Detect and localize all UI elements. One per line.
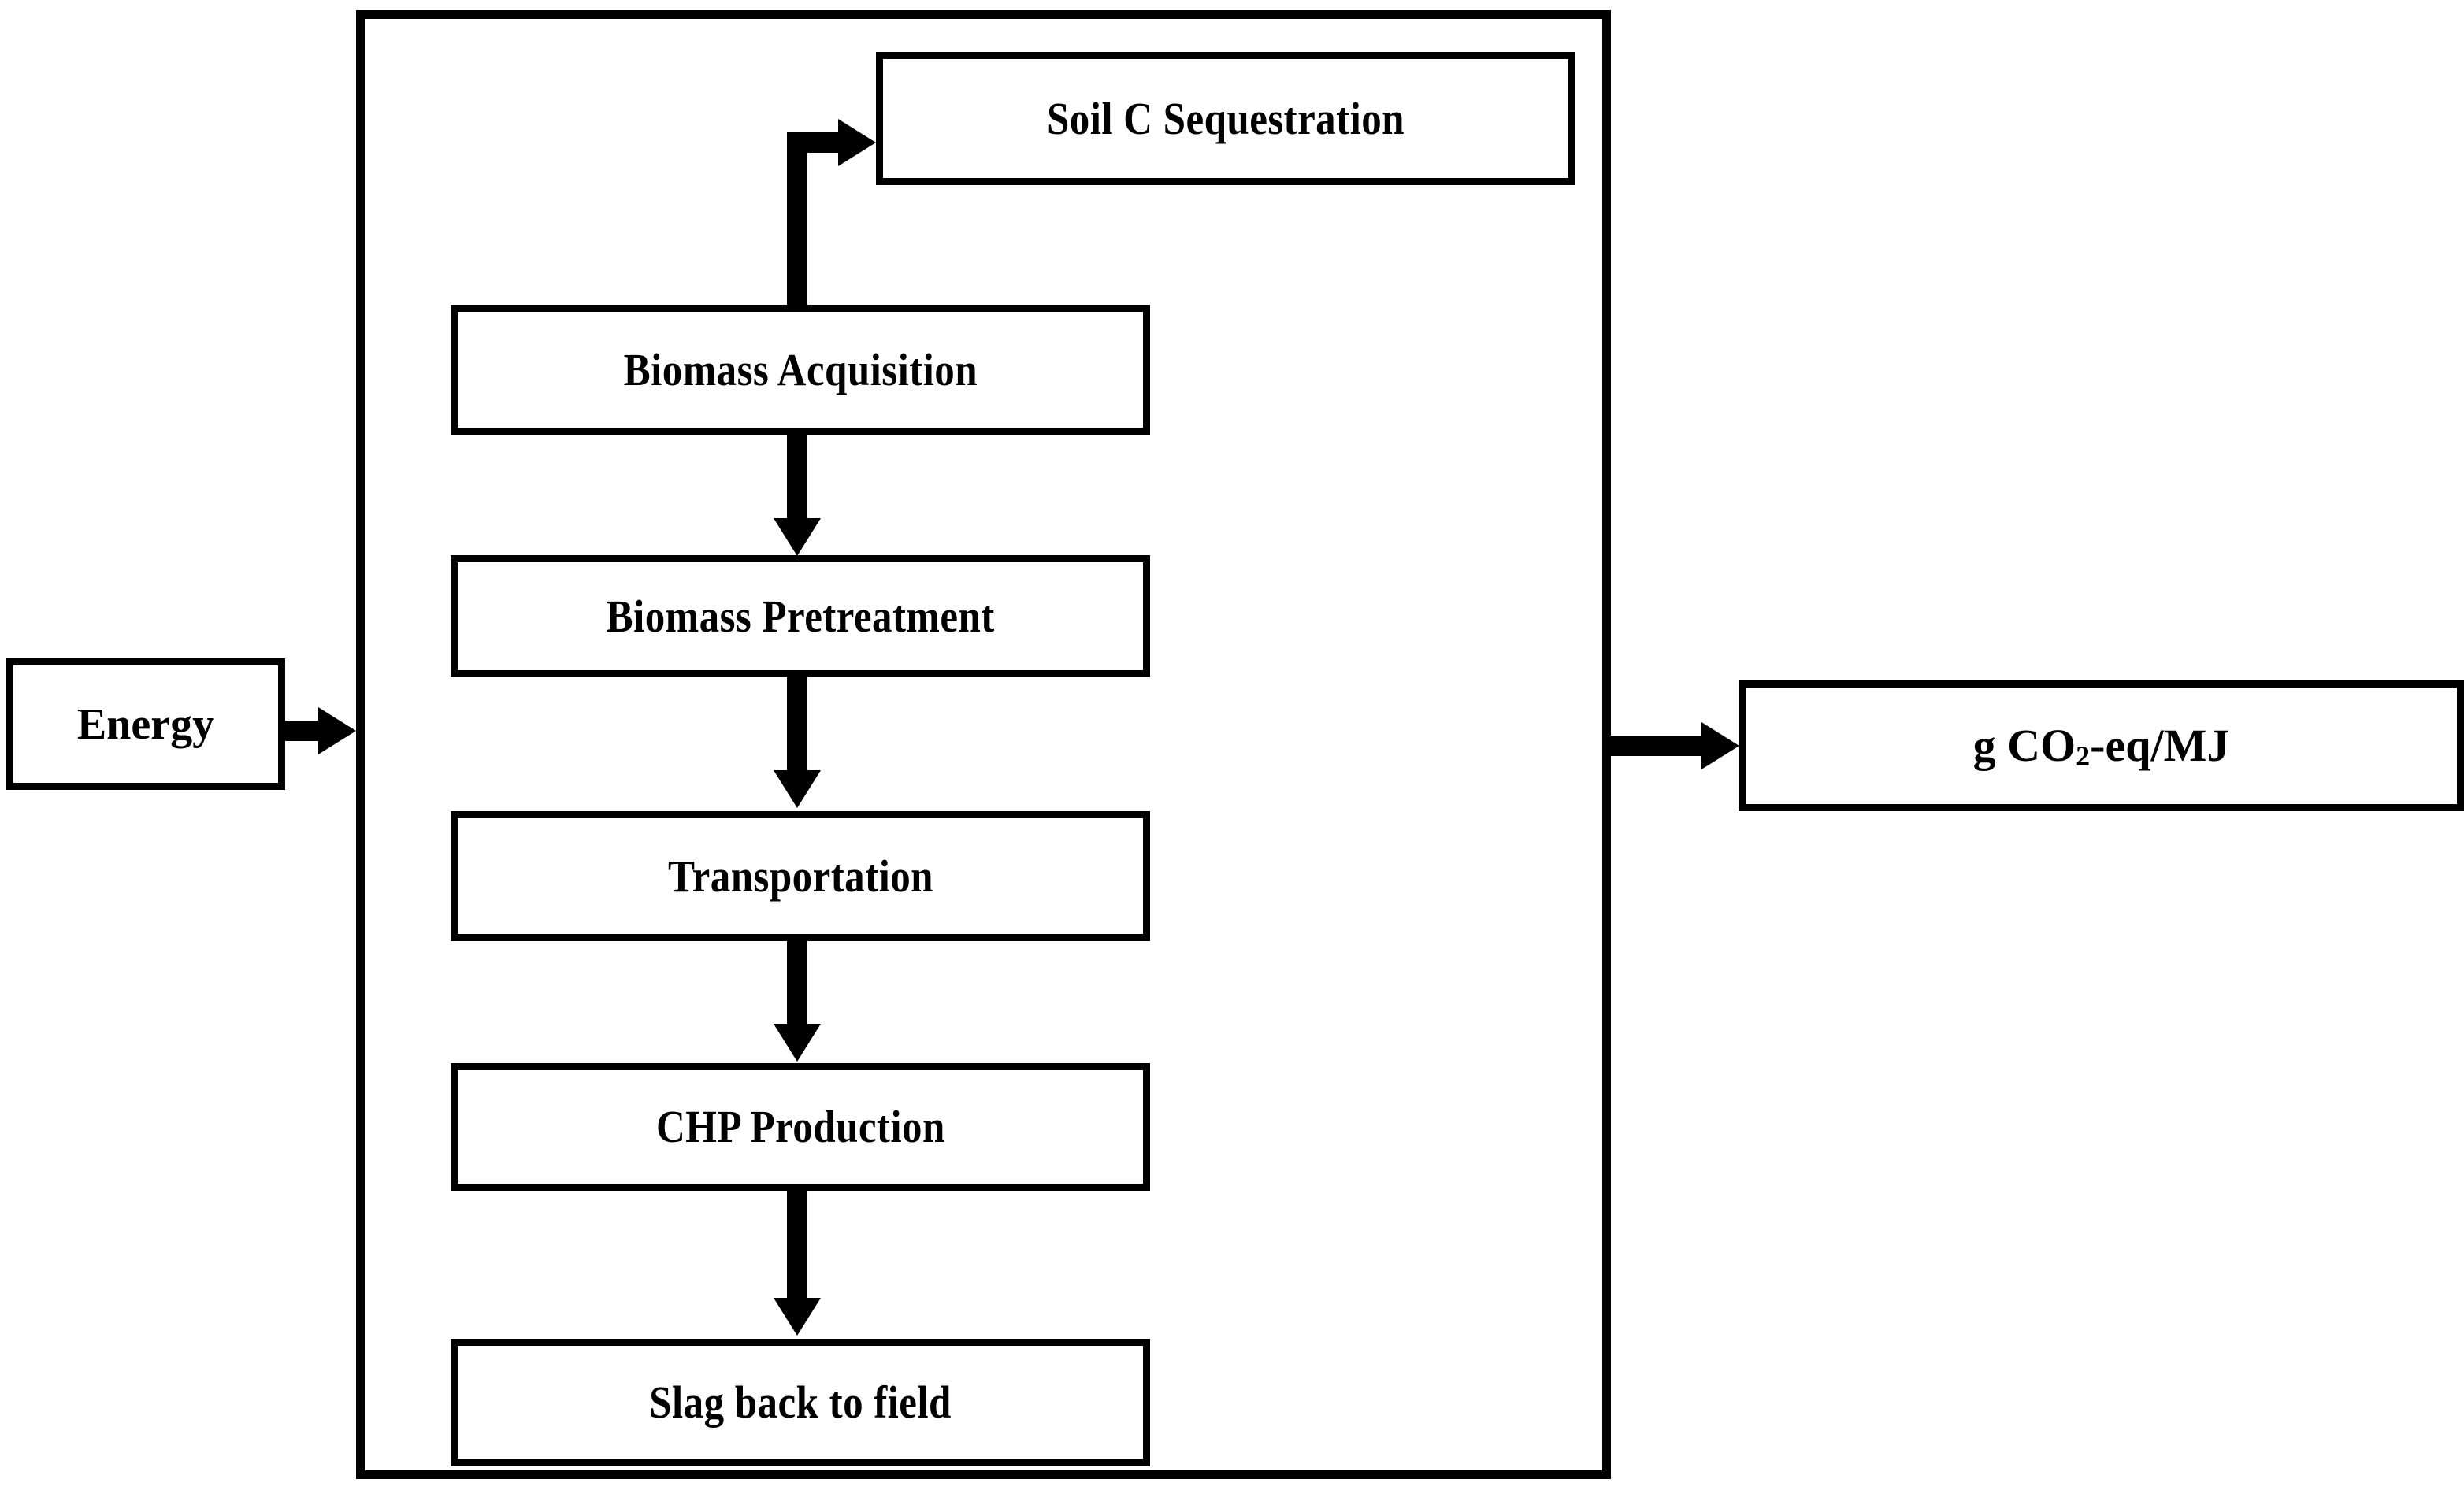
connector-boundary-to-impact-line	[1611, 736, 1712, 756]
connector-transport-to-chp-head	[774, 1024, 821, 1062]
connector-transport-to-chp-line	[787, 941, 807, 1028]
node-slag-back-to-field[interactable]: Slag back to field	[451, 1339, 1150, 1466]
connector-chp-to-slag-head	[774, 1298, 821, 1336]
node-energy-label: Energy	[76, 699, 215, 749]
connector-acquisition-to-soil-c-head	[838, 119, 876, 166]
system-boundary	[356, 10, 1611, 1479]
impact-suffix: -eq/MJ	[2090, 720, 2230, 771]
node-slag-back-to-field-label: Slag back to field	[649, 1377, 952, 1428]
impact-subscript: 2	[2076, 740, 2091, 773]
node-energy[interactable]: Energy	[6, 658, 285, 790]
node-biomass-pretreatment[interactable]: Biomass Pretreatment	[451, 555, 1150, 677]
connector-pretreatment-to-transport-head	[774, 770, 821, 808]
node-soil-c-sequestration-label: Soil C Sequestration	[1046, 92, 1405, 144]
impact-prefix: g CO	[1972, 720, 2076, 771]
node-impact-output[interactable]: g CO2-eq/MJ	[1739, 680, 2464, 811]
node-transportation[interactable]: Transportation	[451, 811, 1150, 941]
node-soil-c-sequestration[interactable]: Soil C Sequestration	[876, 52, 1575, 185]
node-biomass-acquisition-label: Biomass Acquisition	[623, 343, 978, 395]
node-transportation-label: Transportation	[667, 850, 933, 902]
node-biomass-pretreatment-label: Biomass Pretreatment	[606, 590, 995, 642]
connector-acquisition-to-pretreatment-line	[787, 435, 807, 523]
connector-acquisition-to-soil-c-vertical	[787, 132, 807, 307]
node-impact-output-label: g CO2-eq/MJ	[1972, 720, 2230, 773]
node-chp-production-label: CHP Production	[655, 1101, 945, 1152]
connector-energy-to-boundary-head	[318, 707, 356, 754]
connector-acquisition-to-pretreatment-head	[774, 518, 821, 556]
connector-chp-to-slag-line	[787, 1191, 807, 1301]
connector-pretreatment-to-transport-line	[787, 677, 807, 773]
connector-energy-to-boundary-line	[285, 721, 325, 741]
node-chp-production[interactable]: CHP Production	[451, 1063, 1150, 1191]
connector-acquisition-to-soil-c-horizontal	[787, 132, 845, 153]
connector-boundary-to-impact-head	[1701, 722, 1739, 769]
node-biomass-acquisition[interactable]: Biomass Acquisition	[451, 305, 1150, 435]
